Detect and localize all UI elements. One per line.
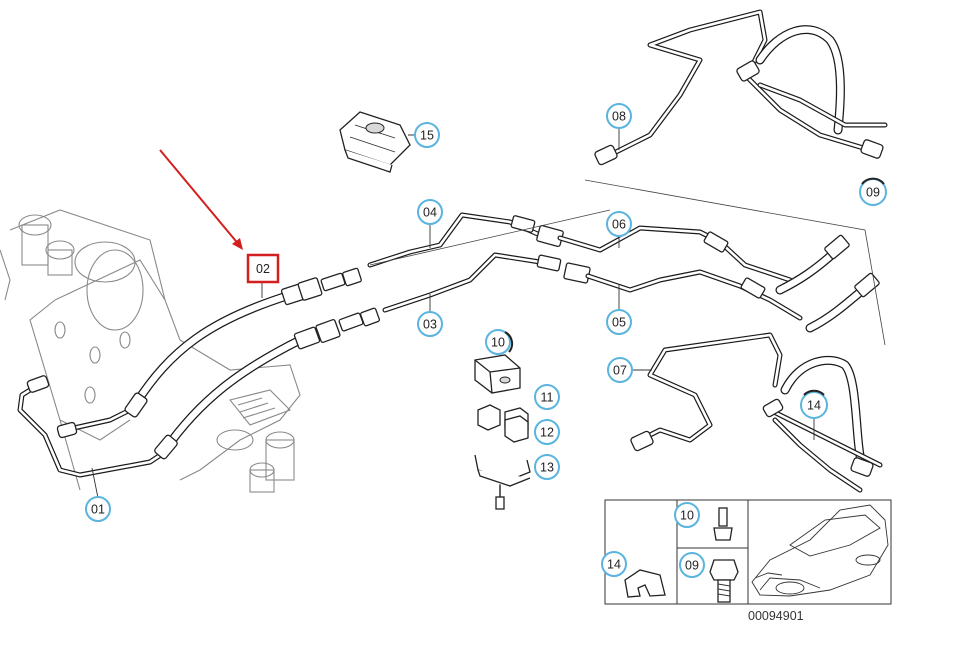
callout-05: 05 [606,309,632,335]
leader-lines [91,128,815,499]
pipe-08-assembly [594,9,888,166]
callout-14-inset: 14 [601,551,627,577]
highlight-arrow [159,149,243,250]
pipe-07-assembly [630,332,883,493]
callout-10-inset-label: 10 [680,509,694,523]
callout-12-label: 12 [540,426,554,440]
callout-03-label: 03 [423,318,437,332]
callout-11-label: 11 [541,391,554,405]
callout-15: 15 [414,122,440,148]
pipe-01 [17,375,168,478]
callout-04-label: 04 [423,206,437,220]
callout-02-label: 02 [256,262,270,276]
callout-06: 06 [606,211,632,237]
boundary-lines [369,179,886,346]
callout-06-label: 06 [612,218,626,232]
callout-12: 12 [534,419,560,445]
callout-04: 04 [417,199,443,225]
pipe-05 [585,269,803,321]
callout-10-block: 10 [485,329,514,355]
pipe-03-run [382,252,591,313]
callout-08-label: 08 [612,110,626,124]
car-illustration [751,504,889,597]
gearbox-illustration [0,209,301,493]
callout-07-label: 07 [613,364,627,378]
callout-09-top-label: 09 [866,186,880,200]
callout-09-inset-label: 09 [685,559,699,573]
callout-14-assembly-label: 14 [807,399,821,413]
block-10 [474,354,521,394]
pipe-06 [557,225,793,283]
callout-10-block-label: 10 [491,336,505,350]
callout-11: 11 [534,384,560,410]
bushing-12 [504,415,529,443]
hoses-right-pair [775,234,880,333]
callout-01: 01 [85,496,111,522]
callout-09-inset: 09 [679,552,705,578]
pipe-04 [367,212,564,268]
callout-15-label: 15 [420,129,434,143]
callout-07: 07 [607,357,633,383]
inset-panel [604,499,892,605]
callout-08: 08 [606,103,632,129]
callout-01-label: 01 [91,503,105,517]
callout-13: 13 [534,454,560,480]
callout-03: 03 [417,311,443,337]
hose-03 [154,307,380,460]
bracket-15 [339,111,411,173]
diagram-reference-number: 00094901 [748,609,804,623]
callout-05-label: 05 [612,316,626,330]
callout-14-assembly: 14 [800,389,828,419]
hose-02 [124,267,362,418]
callout-13-label: 13 [540,461,554,475]
callout-10-inset: 10 [674,502,700,528]
callout-02-highlighted: 02 [246,253,280,284]
callout-09-top: 09 [859,177,887,206]
clip-13 [474,454,531,510]
callout-14-inset-label: 14 [607,558,621,572]
